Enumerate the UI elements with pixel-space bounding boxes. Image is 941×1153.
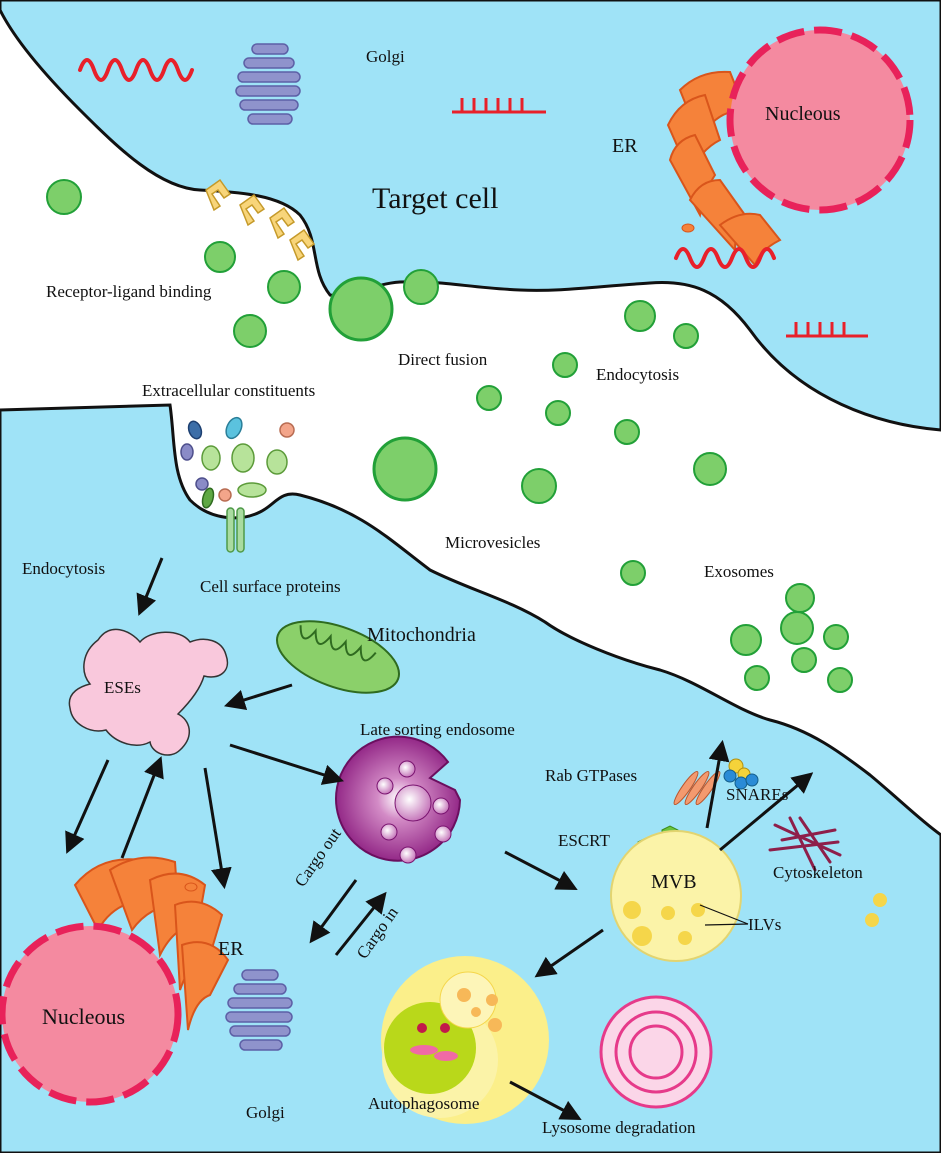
exosome xyxy=(827,667,853,693)
arrow-cargo-in xyxy=(334,891,387,956)
pathway-arrows xyxy=(65,557,814,1120)
lysosome-icon xyxy=(599,995,713,1109)
er-label-bottom: ER xyxy=(218,938,244,960)
mitochondria-label: Mitochondria xyxy=(367,624,476,646)
vesicle xyxy=(46,179,82,215)
dna-comb-icon xyxy=(452,98,546,114)
target-cell-title: Target cell xyxy=(372,182,498,215)
vesicle xyxy=(552,352,578,378)
microvesicles-label: Microvesicles xyxy=(445,533,540,552)
receptor-icon xyxy=(205,178,316,262)
ribosome-icon xyxy=(681,223,695,233)
rab-gtpase-icon xyxy=(673,770,721,806)
vesicle xyxy=(693,452,727,486)
golgi-label-top: Golgi xyxy=(366,47,405,66)
exosomes-label: Exosomes xyxy=(704,562,774,581)
rna-strand-icon xyxy=(674,247,776,269)
nucleus-label-top: Nucleous xyxy=(765,103,841,125)
vesicle xyxy=(521,468,557,504)
vesicle xyxy=(233,314,267,348)
arrow-ese-to-er xyxy=(203,767,232,890)
receptor-ligand-label: Receptor-ligand binding xyxy=(46,282,212,301)
cytoskeleton-icon xyxy=(768,816,842,872)
exosome xyxy=(780,611,814,645)
extracellular-constituents-label: Extracellular constituents xyxy=(142,381,315,400)
vesicle xyxy=(476,385,502,411)
late-sorting-endosome-label: Late sorting endosome xyxy=(360,720,515,739)
direct-fusion-label: Direct fusion xyxy=(398,350,488,369)
arrow-endocytosis-to-ese xyxy=(136,557,164,616)
late-sorting-endosome-icon xyxy=(335,735,462,864)
dna-comb-icon xyxy=(786,322,868,338)
ribosome-icon xyxy=(184,882,198,892)
exosome xyxy=(744,665,770,691)
vesicle xyxy=(545,400,571,426)
vesicle xyxy=(624,300,656,332)
endocytosis-label-top: Endocytosis xyxy=(596,365,679,384)
arrow-late-to-mvb xyxy=(504,850,578,890)
eses-label: ESEs xyxy=(104,678,141,697)
escrt-label: ESCRT xyxy=(558,831,610,850)
endocytosis-label-bottom: Endocytosis xyxy=(22,559,105,578)
golgi-icon xyxy=(235,43,301,125)
rab-gtpases-label: Rab GTPases xyxy=(545,766,637,785)
er-icon xyxy=(73,856,230,1031)
extracellular-constituents-cluster xyxy=(180,416,295,509)
nucleus-membrane-top xyxy=(726,26,914,214)
lysosome-degradation-label: Lysosome degradation xyxy=(542,1118,696,1137)
arrow-cargo-out xyxy=(309,879,358,944)
vesicle xyxy=(673,323,699,349)
ilv-released xyxy=(873,893,887,907)
arrow-autophagosome-to-lysosome xyxy=(509,1080,582,1120)
er-icon xyxy=(666,70,782,267)
golgi-label-bottom: Golgi xyxy=(246,1103,285,1122)
vesicle-fusing xyxy=(328,276,394,342)
ilvs-pointer xyxy=(704,923,749,926)
exosome xyxy=(791,647,817,673)
golgi-icon xyxy=(225,969,293,1051)
ese-icon xyxy=(68,628,229,756)
vesicle xyxy=(267,270,301,304)
nucleus-membrane-bottom xyxy=(0,922,182,1106)
nucleus-bottom xyxy=(2,926,178,1102)
er-label-top: ER xyxy=(612,135,638,157)
autophagosome-label: Autophagosome xyxy=(368,1094,479,1113)
vesicle xyxy=(620,560,646,586)
autophagosome-icon xyxy=(381,956,549,1124)
exosome xyxy=(823,624,849,650)
arrow-ese-to-late xyxy=(229,743,345,785)
snares-label: SNAREs xyxy=(726,785,788,804)
mitochondria-icon xyxy=(275,620,401,694)
cell-surface-proteins-label: Cell surface proteins xyxy=(200,577,341,596)
vesicle xyxy=(403,269,439,305)
arrow-nucleus-to-ese xyxy=(120,756,164,859)
mvb-icon xyxy=(610,830,742,962)
arrow-mito-to-ese xyxy=(223,683,293,711)
cytoskeleton-label: Cytoskeleton xyxy=(773,863,863,882)
ilv-released xyxy=(865,913,879,927)
ilvs-label: ILVs xyxy=(748,915,781,934)
rna-strand-icon xyxy=(78,58,194,82)
snare-icon xyxy=(723,758,759,790)
arrow-mvb-to-exosomes xyxy=(705,739,730,829)
ilvs-pointer xyxy=(699,904,749,925)
vesicle xyxy=(614,419,640,445)
arrow-ese-to-nucleus xyxy=(65,759,110,854)
nucleus-label-bottom: Nucleous xyxy=(42,1004,125,1029)
cell-surface-protein-icon xyxy=(226,507,245,553)
arrow-mvb-to-autophagosome xyxy=(534,928,604,978)
vesicle xyxy=(204,241,236,273)
nucleus-top xyxy=(730,30,910,210)
exosome xyxy=(730,624,762,656)
mvb-label: MVB xyxy=(651,871,697,893)
microvesicle xyxy=(372,436,438,502)
arrow-mvb-to-cytoskeleton xyxy=(719,772,814,852)
exosome xyxy=(785,583,815,613)
